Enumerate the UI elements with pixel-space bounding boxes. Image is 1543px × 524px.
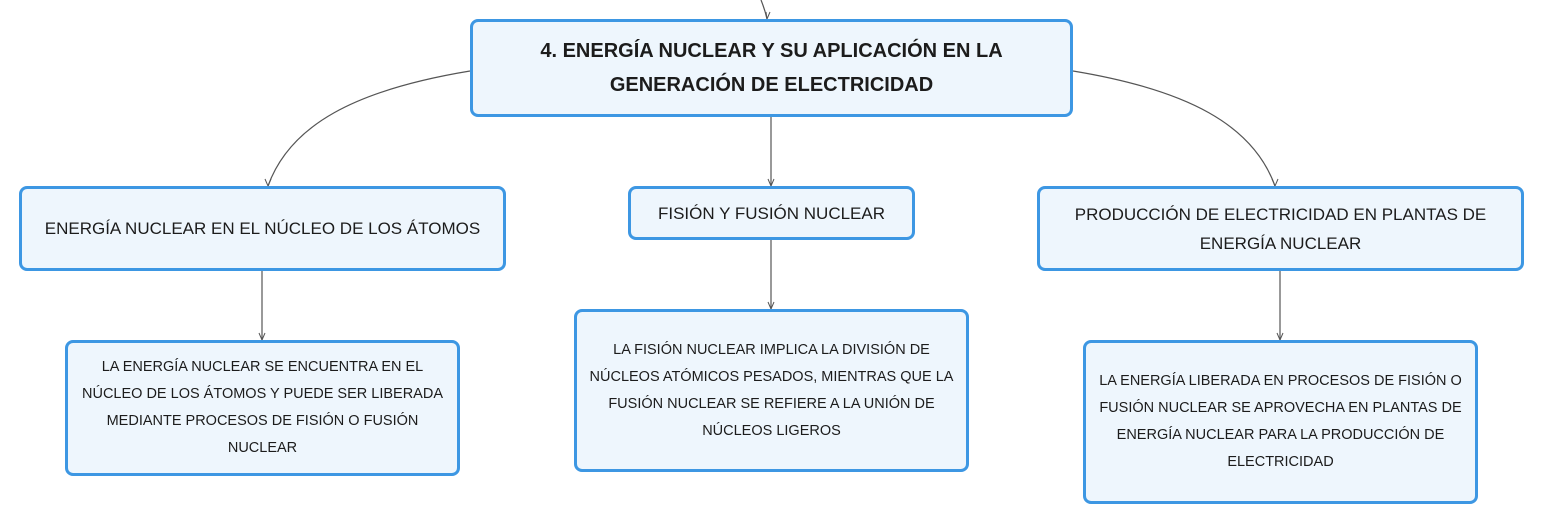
detail-node-fission-fusion[interactable]: LA FISIÓN NUCLEAR IMPLICA LA DIVISIÓN DE… [574,309,969,472]
connector-arrowhead [765,11,771,21]
detail-node-electricity-production[interactable]: LA ENERGÍA LIBERADA EN PROCESOS DE FISIÓ… [1083,340,1478,504]
detail-node-text: LA FISIÓN NUCLEAR IMPLICA LA DIVISIÓN DE… [589,341,954,439]
detail-node-text: LA ENERGÍA LIBERADA EN PROCESOS DE FISIÓ… [1099,373,1462,470]
connector-root-topic-3 [1072,70,1276,187]
connector-arrowhead [264,178,272,188]
connector-root-topic-1 [267,70,471,187]
topic-node-label: PRODUCCIÓN DE ELECTRICIDAD EN PLANTAS DE… [1074,204,1487,253]
topic-node-fission-fusion[interactable]: FISIÓN Y FUSIÓN NUCLEAR [628,186,915,240]
topic-node-label: FISIÓN Y FUSIÓN NUCLEAR [657,203,886,223]
connector-arrowhead [1271,178,1279,188]
detail-node-text: LA ENERGÍA NUCLEAR SE ENCUENTRA EN EL NÚ… [82,359,443,456]
topic-node-label: ENERGÍA NUCLEAR EN EL NÚCLEO DE LOS ÁTOM… [44,219,481,238]
root-node-label: 4. ENERGÍA NUCLEAR Y SU APLICACIÓN EN LA… [540,40,1003,96]
detail-node-nuclear-energy-atoms[interactable]: LA ENERGÍA NUCLEAR SE ENCUENTRA EN EL NÚ… [65,340,460,476]
topic-node-nuclear-energy-atoms[interactable]: ENERGÍA NUCLEAR EN EL NÚCLEO DE LOS ÁTOM… [19,186,506,271]
root-node[interactable]: 4. ENERGÍA NUCLEAR Y SU APLICACIÓN EN LA… [470,19,1073,117]
topic-node-electricity-production[interactable]: PRODUCCIÓN DE ELECTRICIDAD EN PLANTAS DE… [1037,186,1524,271]
